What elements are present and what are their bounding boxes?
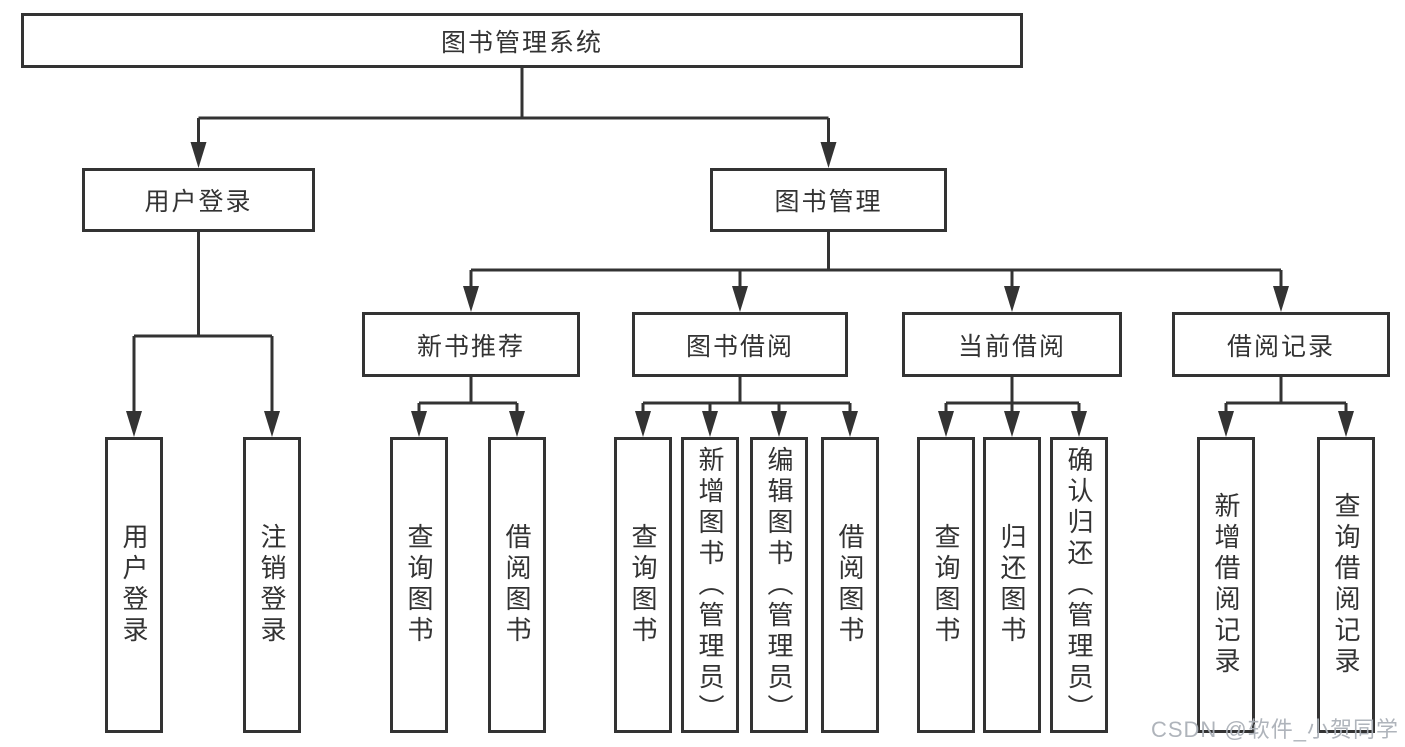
node-borrow-records: 借阅记录	[1172, 312, 1390, 377]
arrow-icon	[190, 142, 207, 168]
leaf-return-book: 归还图书	[983, 437, 1041, 733]
leaf-confirm-return-admin: 确认归还（管理员）	[1050, 437, 1108, 733]
arrow-icon	[1338, 411, 1354, 437]
node-root: 图书管理系统	[21, 13, 1023, 68]
connector-borrow-record-to-leaves	[1218, 377, 1354, 437]
leaf-query-books-current: 查询图书	[917, 437, 975, 733]
connector-book-mgmt-to-level3	[463, 232, 1289, 312]
arrow-icon	[820, 142, 837, 168]
arrow-icon	[1273, 286, 1289, 312]
arrow-icon	[1004, 286, 1020, 312]
arrow-icon	[842, 411, 858, 437]
arrow-icon	[126, 411, 142, 437]
leaf-user-login: 用户登录	[105, 437, 163, 733]
leaf-query-borrow-record: 查询借阅记录	[1317, 437, 1375, 733]
arrow-icon	[264, 411, 280, 437]
leaf-add-book-admin: 新增图书（管理员）	[681, 437, 739, 733]
leaf-edit-book-admin: 编辑图书（管理员）	[750, 437, 808, 733]
leaf-add-borrow-record: 新增借阅记录	[1197, 437, 1255, 733]
connector-new-book-rec-to-leaves	[411, 377, 525, 437]
connector-user-login-to-leaves	[126, 232, 280, 437]
connector-root-to-level2	[190, 68, 837, 168]
arrow-icon	[732, 286, 748, 312]
leaf-logout: 注销登录	[243, 437, 301, 733]
connector-current-borrow-to-leaves	[938, 377, 1087, 437]
arrow-icon	[1071, 411, 1087, 437]
node-current-borrow: 当前借阅	[902, 312, 1122, 377]
node-book-management: 图书管理	[710, 168, 947, 232]
arrow-icon	[702, 411, 718, 437]
arrow-icon	[463, 286, 479, 312]
node-user-login: 用户登录	[82, 168, 315, 232]
arrow-icon	[1218, 411, 1234, 437]
leaf-query-books-recommend: 查询图书	[390, 437, 448, 733]
arrow-icon	[411, 411, 427, 437]
arrow-icon	[938, 411, 954, 437]
arrow-icon	[635, 411, 651, 437]
node-book-borrow: 图书借阅	[632, 312, 848, 377]
arrow-icon	[1004, 411, 1020, 437]
connector-book-borrow-to-leaves	[635, 377, 858, 437]
leaf-borrow-books-recommend: 借阅图书	[488, 437, 546, 733]
arrow-icon	[509, 411, 525, 437]
csdn-watermark: CSDN @软件_小贺同学	[1150, 717, 1399, 742]
node-new-book-recommend: 新书推荐	[362, 312, 580, 377]
leaf-query-books-borrow: 查询图书	[614, 437, 672, 733]
leaf-borrow-books: 借阅图书	[821, 437, 879, 733]
arrow-icon	[771, 411, 787, 437]
